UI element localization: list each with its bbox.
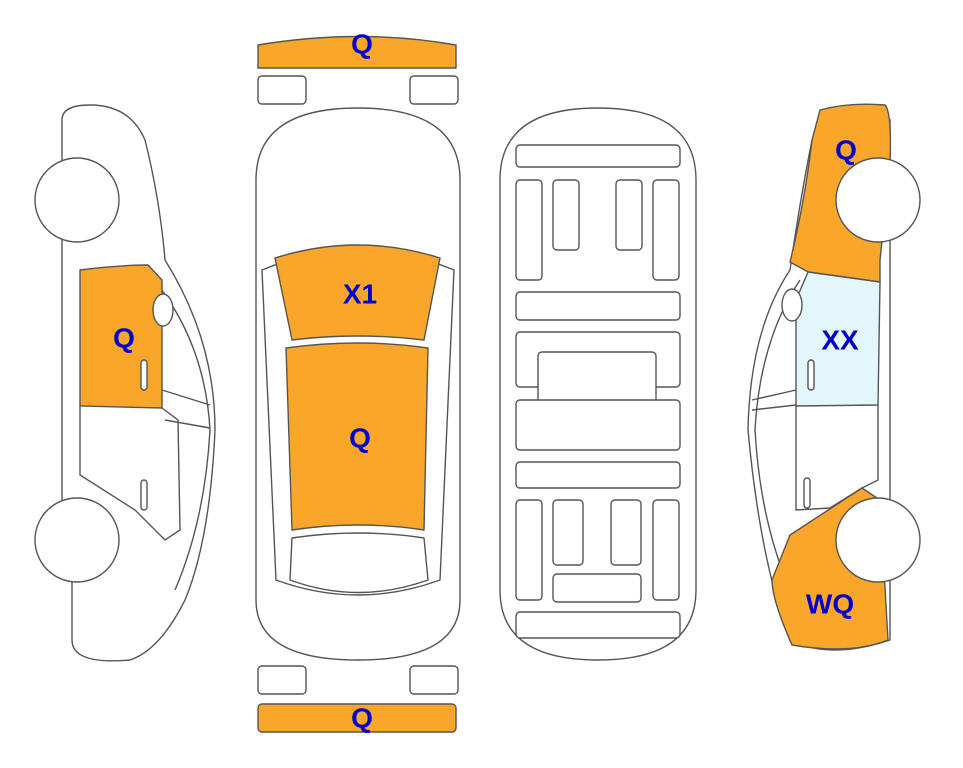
rear-bumper[interactable] (257, 703, 457, 733)
right-headlight[interactable] (409, 75, 459, 105)
top-view: Q X1 Q Q (255, 28, 461, 733)
right-front-fender-label: Q (835, 134, 857, 165)
left-front-door-label: Q (113, 322, 135, 353)
right-rear-quarter-label: WQ (806, 588, 854, 619)
front-bumper-label: Q (351, 28, 373, 59)
right-rear-wheel[interactable] (835, 497, 921, 583)
roof-label: Q (349, 422, 371, 453)
left-front-wheel[interactable] (34, 157, 120, 243)
left-side-view: Q (34, 104, 216, 662)
windshield[interactable] (274, 244, 441, 341)
right-front-door-window-label: XX (821, 324, 859, 355)
left-headlight[interactable] (257, 75, 307, 105)
left-rear-wheel[interactable] (34, 497, 120, 583)
right-taillight[interactable] (409, 665, 459, 695)
right-side-view: Q XX WQ (747, 103, 921, 651)
underbody-view (499, 107, 697, 661)
rear-bumper-label: Q (351, 702, 373, 733)
roof[interactable] (285, 342, 429, 531)
right-front-wheel[interactable] (835, 157, 921, 243)
windshield-label: X1 (343, 278, 377, 309)
left-taillight[interactable] (257, 665, 307, 695)
front-bumper[interactable] (257, 35, 457, 69)
